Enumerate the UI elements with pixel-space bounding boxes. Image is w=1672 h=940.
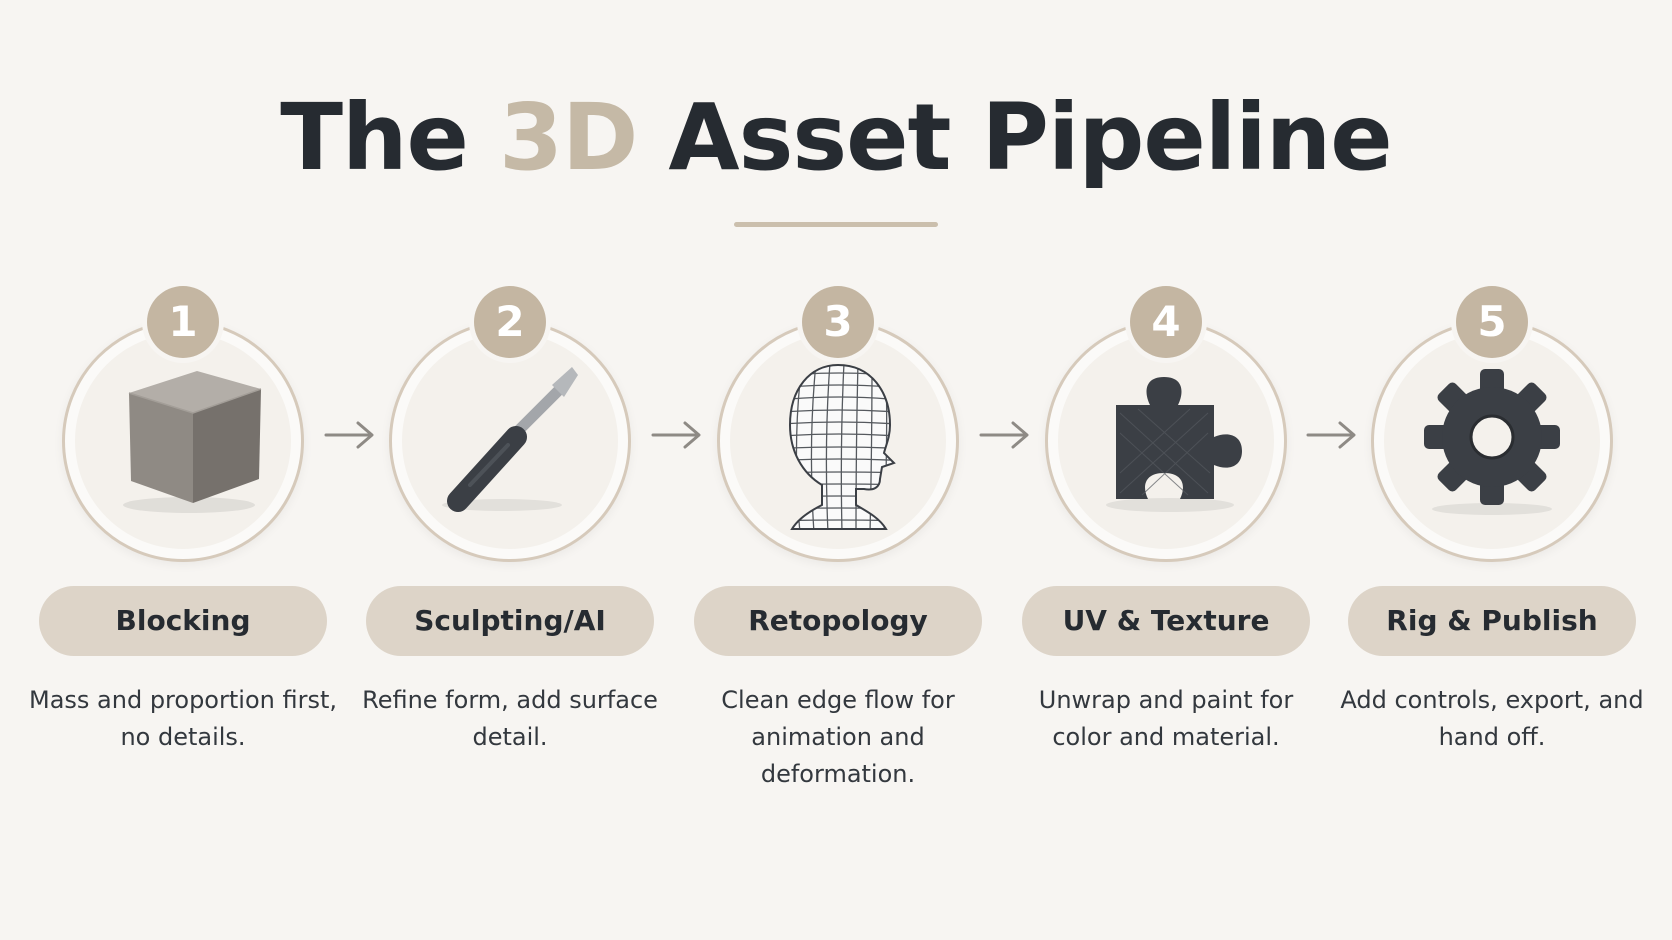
step-uv-texture: 4 UV & Texture Unwrap and paint for colo… <box>1001 0 1331 940</box>
cube-icon <box>123 371 262 513</box>
title-after: Asset Pipeline <box>637 84 1392 191</box>
title-before: The <box>280 84 499 191</box>
arrow-right-icon <box>979 421 1029 449</box>
step-number-badge: 4 <box>1130 286 1202 358</box>
wireframe-head-icon <box>788 363 896 530</box>
step-description: Refine form, add surface detail. <box>362 686 658 751</box>
step-icon-ring <box>1371 320 1613 562</box>
title-accent: 3D <box>498 84 638 191</box>
gear-icon <box>1424 369 1560 515</box>
step-description: Mass and proportion first, no details. <box>28 686 337 751</box>
arrow-right-icon <box>651 421 701 449</box>
step-label: Blocking <box>39 586 327 656</box>
step-retopology: 3 Retopology Clean edge flow for animati… <box>673 0 1003 940</box>
step-number-badge: 3 <box>802 286 874 358</box>
step-description: Clean edge flow for animation and deform… <box>721 686 955 788</box>
step-icon-ring <box>717 320 959 562</box>
step-rig-publish: 5 Rig & Publish Add controls, export, an… <box>1327 0 1657 940</box>
step-label: Retopology <box>694 586 982 656</box>
step-label: Sculpting/AI <box>366 586 654 656</box>
arrow-right-icon <box>324 421 374 449</box>
puzzle-piece-icon <box>1106 377 1242 512</box>
step-blocking: 1 Blocking Mass and proportion first, no… <box>18 0 348 940</box>
step-number-badge: 1 <box>147 286 219 358</box>
sculpting-tool-icon <box>442 367 578 512</box>
step-label: UV & Texture <box>1022 586 1310 656</box>
step-description: Unwrap and paint for color and material. <box>1038 686 1294 751</box>
step-number-badge: 2 <box>474 286 546 358</box>
title-divider <box>734 222 938 227</box>
step-label: Rig & Publish <box>1348 586 1636 656</box>
step-icon-ring <box>1045 320 1287 562</box>
step-number-badge: 5 <box>1456 286 1528 358</box>
step-sculpting: 2 Sculpting/AI Refine form, add surface … <box>345 0 675 940</box>
page-title: The 3D Asset Pipeline <box>0 92 1672 184</box>
arrow-right-icon <box>1306 421 1356 449</box>
step-description: Add controls, export, and hand off. <box>1340 686 1644 751</box>
